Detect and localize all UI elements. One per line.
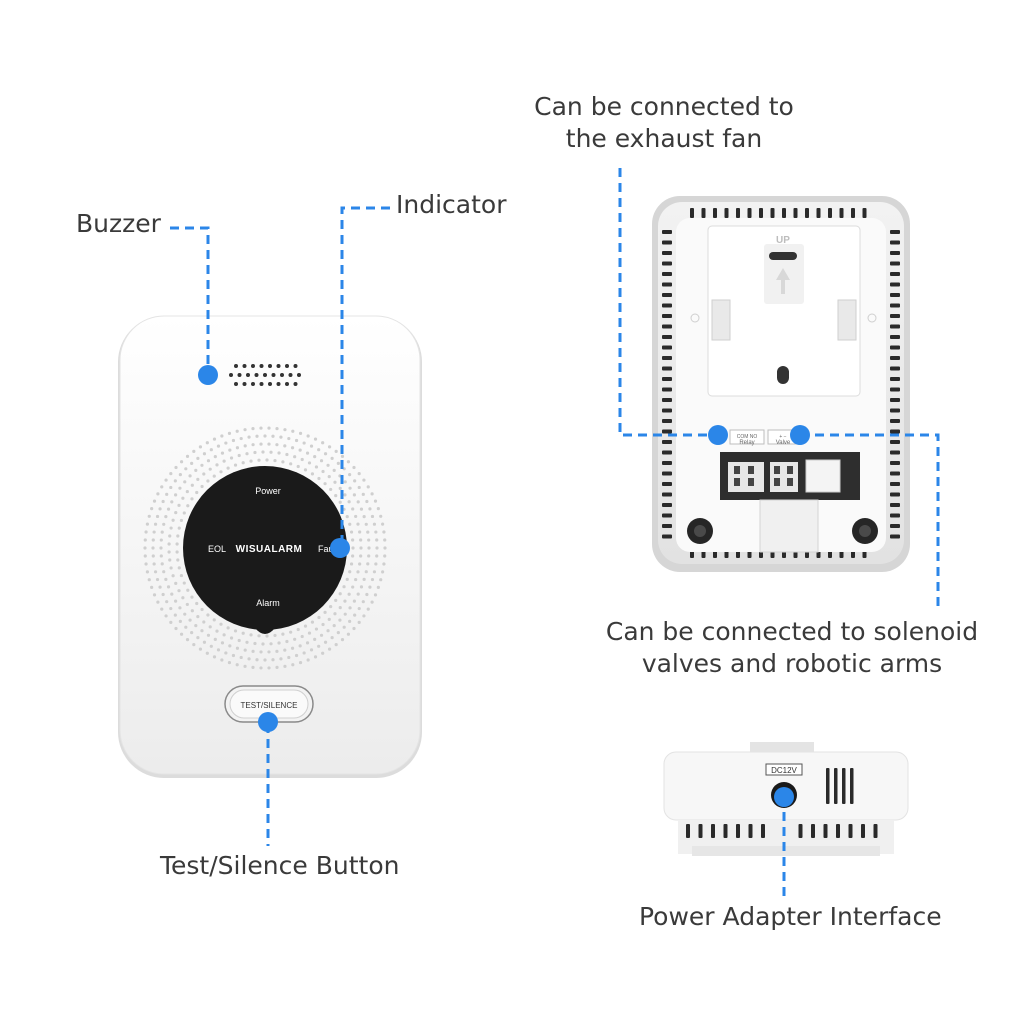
up-mark: UP bbox=[776, 235, 790, 246]
callout-lines bbox=[170, 168, 940, 900]
valve-dot bbox=[790, 425, 810, 445]
led-alarm-label: Alarm bbox=[256, 598, 280, 608]
indicator-dot bbox=[330, 538, 350, 558]
front-device: Power EOL WISUALARM Fault Alarm TEST/SIL… bbox=[118, 315, 422, 778]
callout-dots bbox=[198, 365, 810, 807]
led-eol-label: EOL bbox=[208, 544, 226, 554]
exhaust-fan-callout: Can be connected to the exhaust fan bbox=[524, 91, 804, 155]
exhaust-fan-line1: Can be connected to bbox=[534, 92, 794, 121]
relay-top-label: COM NO bbox=[737, 434, 758, 440]
power-adapter-callout: Power Adapter Interface bbox=[639, 902, 942, 931]
led-fault-label: Fault bbox=[318, 544, 339, 554]
buzzer-callout: Buzzer bbox=[76, 209, 161, 238]
led-power-label: Power bbox=[255, 486, 281, 496]
indicator-face bbox=[183, 466, 347, 630]
back-device: UP COM NO Relay + − Valve bbox=[652, 196, 910, 572]
vent-ring bbox=[143, 426, 387, 670]
valve-label: Valve bbox=[776, 440, 791, 446]
indicator-callout: Indicator bbox=[396, 190, 507, 219]
brand-logo: WISUALARM bbox=[236, 544, 303, 555]
test-silence-callout: Test/Silence Button bbox=[160, 851, 400, 880]
buzzer-dot bbox=[198, 365, 218, 385]
solenoid-line2: valves and robotic arms bbox=[641, 649, 943, 678]
exhaust-fan-line2: the exhaust fan bbox=[565, 124, 763, 153]
valve-top-label: + − bbox=[779, 434, 786, 440]
dc12v-label: DC12V bbox=[771, 766, 797, 775]
solenoid-line1: Can be connected to solenoid bbox=[605, 617, 979, 646]
relay-dot bbox=[708, 425, 728, 445]
test-silence-button[interactable]: TEST/SILENCE bbox=[224, 685, 314, 723]
solenoid-callout: Can be connected to solenoid valves and … bbox=[600, 616, 984, 680]
test-button-dot bbox=[258, 712, 278, 732]
test-silence-label: TEST/SILENCE bbox=[241, 701, 298, 710]
relay-label: Relay bbox=[739, 440, 754, 446]
buzzer-grille bbox=[229, 364, 301, 386]
power-jack-dot bbox=[774, 787, 794, 807]
